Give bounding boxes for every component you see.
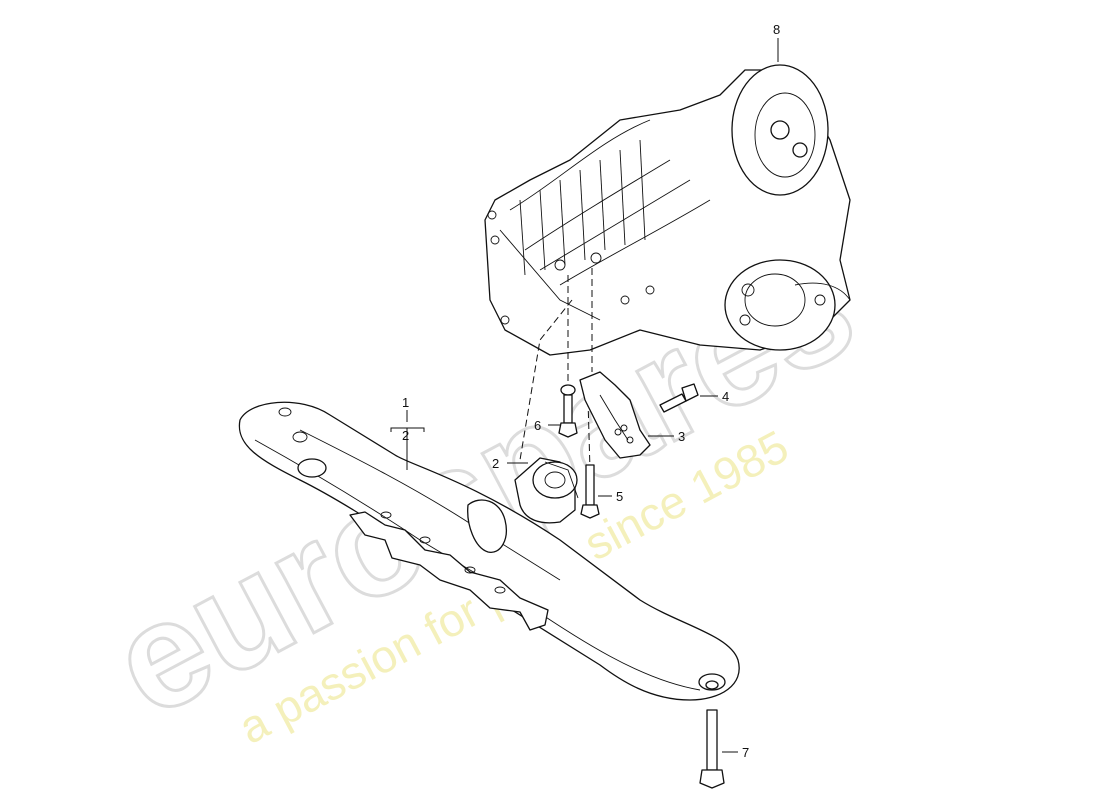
callout-labels: 8 1 2 2 3 4 5 6 7 (402, 22, 780, 760)
callout-4: 4 (722, 389, 729, 404)
bolt-7 (699, 680, 725, 789)
bolt-6 (558, 384, 578, 438)
leader-lines (390, 38, 779, 753)
bolt-4 (659, 383, 699, 413)
mount-bracket (579, 371, 651, 459)
callout-5: 5 (616, 489, 623, 504)
callout-7: 7 (742, 745, 749, 760)
crossmember (238, 401, 740, 701)
bolt-5 (580, 464, 600, 519)
callout-2-lower: 2 (492, 456, 499, 471)
callout-6: 6 (534, 418, 541, 433)
callout-3: 3 (678, 429, 685, 444)
callout-2-upper: 2 (402, 428, 409, 443)
alignment-lines (519, 268, 593, 471)
crossmember-hole-left (297, 458, 327, 478)
callout-8: 8 (773, 22, 780, 37)
transmission-mount (514, 457, 579, 524)
callout-1: 1 (402, 395, 409, 410)
transmission (484, 64, 851, 356)
